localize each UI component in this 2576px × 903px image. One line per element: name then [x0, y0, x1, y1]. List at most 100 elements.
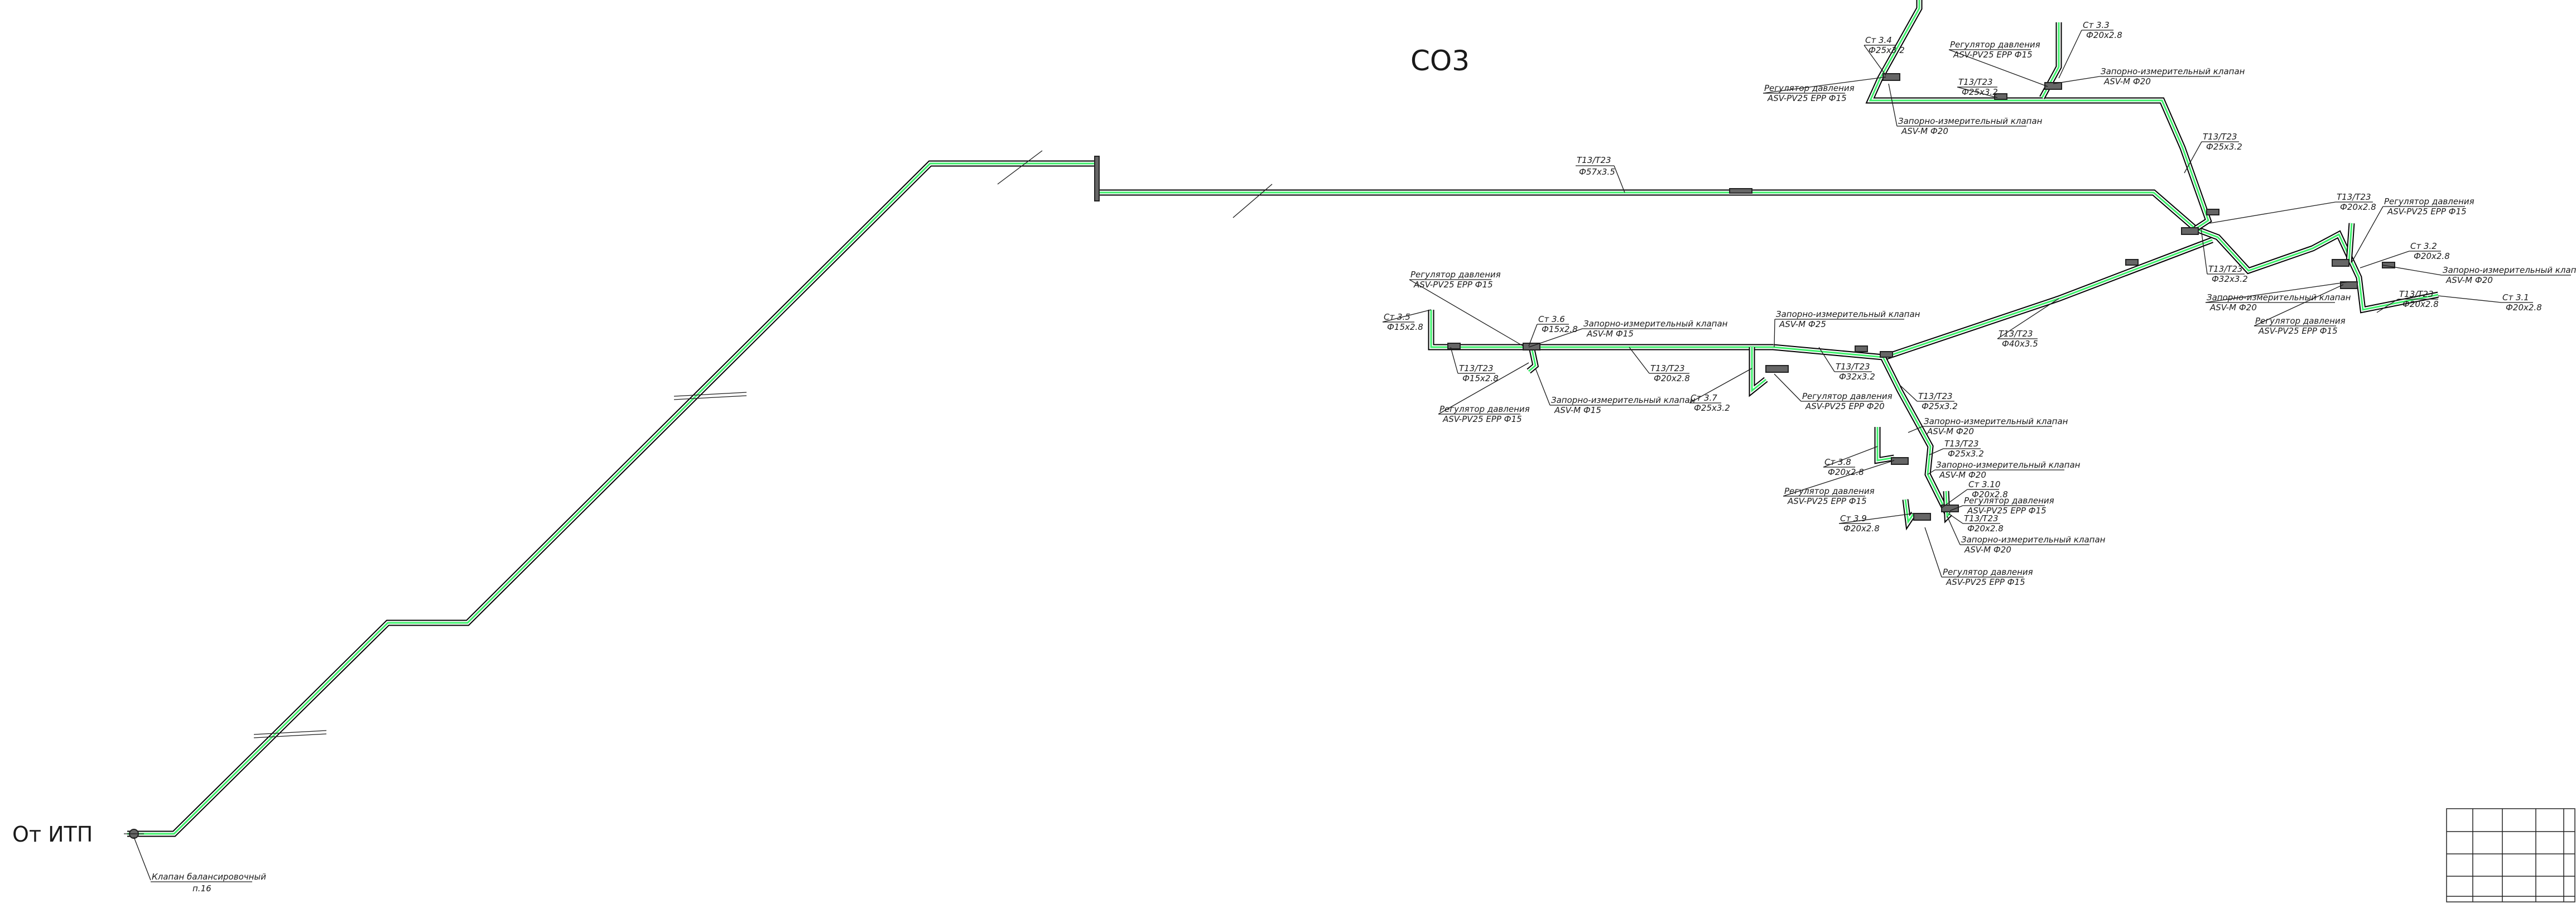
leader-line — [1774, 373, 1802, 402]
leader-line — [2053, 76, 2100, 84]
leader-line — [1774, 319, 1775, 348]
valve-icon — [1094, 73, 2395, 521]
leader-line — [2201, 228, 2208, 275]
leader-line — [1864, 45, 1886, 76]
annotation-bottom: Ф20х2.8 — [2402, 299, 2439, 309]
annotation-bottom: Ф20х2.8 — [2506, 302, 2542, 313]
leader-line — [1927, 469, 1935, 475]
annotation-top: Запорно-измерительный клапан — [2443, 265, 2576, 275]
annotation-top: Запорно-измерительный клапан — [1583, 319, 1728, 329]
pipe-segment — [1430, 310, 1773, 348]
pipe-segment — [1773, 346, 1948, 514]
pipe-break-mark — [253, 150, 1273, 738]
leader-line — [1899, 385, 1918, 402]
annotation-top: Регулятор давления — [1784, 486, 1875, 496]
annotation-top: Регулятор давления — [1950, 40, 2040, 50]
annotation-bottom: Ф20х2.8 — [1967, 523, 2004, 534]
balancing-valve-label: Клапан балансировочный п.16 — [133, 837, 266, 894]
leader-line — [1941, 489, 1968, 508]
annotation-top: Т13/Т23 — [2337, 192, 2371, 202]
annotation-bottom: ASV-M Ф15 — [1586, 329, 1634, 339]
annotation-top: Запорно-измерительный клапан — [1898, 116, 2043, 126]
leader-line — [1947, 516, 1961, 545]
annotation-top: Т13/Т23 — [1958, 77, 1993, 87]
annotation-bottom: ASV-PV25 EPP Ф15 — [1413, 280, 1493, 290]
annotation-top: Т13/Т23 — [1964, 513, 1999, 523]
leader-line — [2351, 206, 2384, 263]
annotation-top: Т13/Т23 — [1999, 329, 2033, 339]
leader-lines — [1382, 30, 2502, 578]
leader-line — [1908, 426, 1923, 433]
annotation-bottom: ASV-PV25 EPP Ф20 — [1805, 401, 1885, 411]
annotation-bottom: Ф40х3.5 — [2002, 339, 2038, 349]
annotation-bottom: Ф25х3.2 — [1922, 401, 1958, 411]
annotation-top: Регулятор давления — [1410, 270, 1501, 280]
title-block — [2446, 808, 2575, 902]
balancing-valve-label-line2: п.16 — [192, 883, 211, 894]
annotation-top: Т13/Т23 — [1918, 391, 1953, 401]
leader-line — [2205, 281, 2349, 303]
annotation-top: Регулятор давления — [1943, 567, 2033, 577]
annotation-top: Запорно-измерительный клапан — [1551, 395, 1696, 405]
annotation-bottom: ASV-PV25 EPP Ф15 — [2387, 206, 2467, 217]
leader-line — [1409, 279, 1524, 347]
main-pipe-label-bottom: Ф57х3.5 — [1579, 167, 1615, 177]
annotation-bottom: Ф20х2.8 — [2414, 251, 2450, 261]
annotation-bottom: Ф20х2.8 — [2086, 30, 2122, 40]
leader-line — [1948, 513, 1963, 524]
annotation-top: Запорно-измерительный клапан — [1776, 309, 1920, 319]
leader-line — [1528, 324, 1538, 347]
pipe-segment — [1884, 238, 2213, 359]
leader-line — [1763, 76, 1886, 94]
leader-line — [1629, 347, 1650, 374]
annotation-bottom: Ф20х2.8 — [1654, 373, 1690, 383]
leader-line — [1838, 513, 1914, 524]
leader-line — [1382, 309, 1432, 323]
leader-line — [1924, 527, 1942, 578]
pipe-segment — [1876, 427, 1895, 462]
annotation-bottom: ASV-M Ф20 — [1927, 426, 1974, 436]
annotation-top: Регулятор давления — [1964, 496, 2054, 506]
annotation-top: Запорно-измерительный клапан — [2207, 292, 2351, 302]
annotation-bottom: ASV-PV25 EPP Ф15 — [1767, 93, 1847, 103]
leader-line — [2376, 299, 2399, 313]
annotation-top: Регулятор давления — [1802, 391, 1893, 401]
leader-line — [2184, 141, 2202, 174]
annotation-top: Регулятор давления — [2384, 196, 2474, 206]
leader-line — [1949, 505, 1963, 511]
balancing-valve-icon — [124, 829, 144, 839]
pipe-segment — [127, 162, 1098, 835]
annotation-top: Т13/Т23 — [2208, 264, 2243, 274]
pipe-network — [127, 0, 2439, 837]
annotation-bottom: ASV-M Ф20 — [1901, 126, 1948, 136]
leader-line — [2209, 201, 2336, 224]
annotation-bottom: Ф25х3.2 — [1948, 449, 1984, 459]
annotation-bottom: Ф15х2.8 — [1387, 322, 1423, 332]
annotation-top: Ст 3.5 — [1384, 312, 1410, 322]
annotation-top: Ст 3.2 — [2410, 241, 2437, 251]
annotation-top: Запорно-измерительный клапан — [1936, 460, 2081, 470]
pipe-segment — [1528, 347, 1537, 372]
leader-line — [1823, 446, 1878, 468]
pipe-segment — [1904, 499, 1915, 525]
annotation-top: Т13/Т23 — [2203, 132, 2237, 142]
annotation-bottom: Ф20х2.8 — [2340, 202, 2376, 212]
